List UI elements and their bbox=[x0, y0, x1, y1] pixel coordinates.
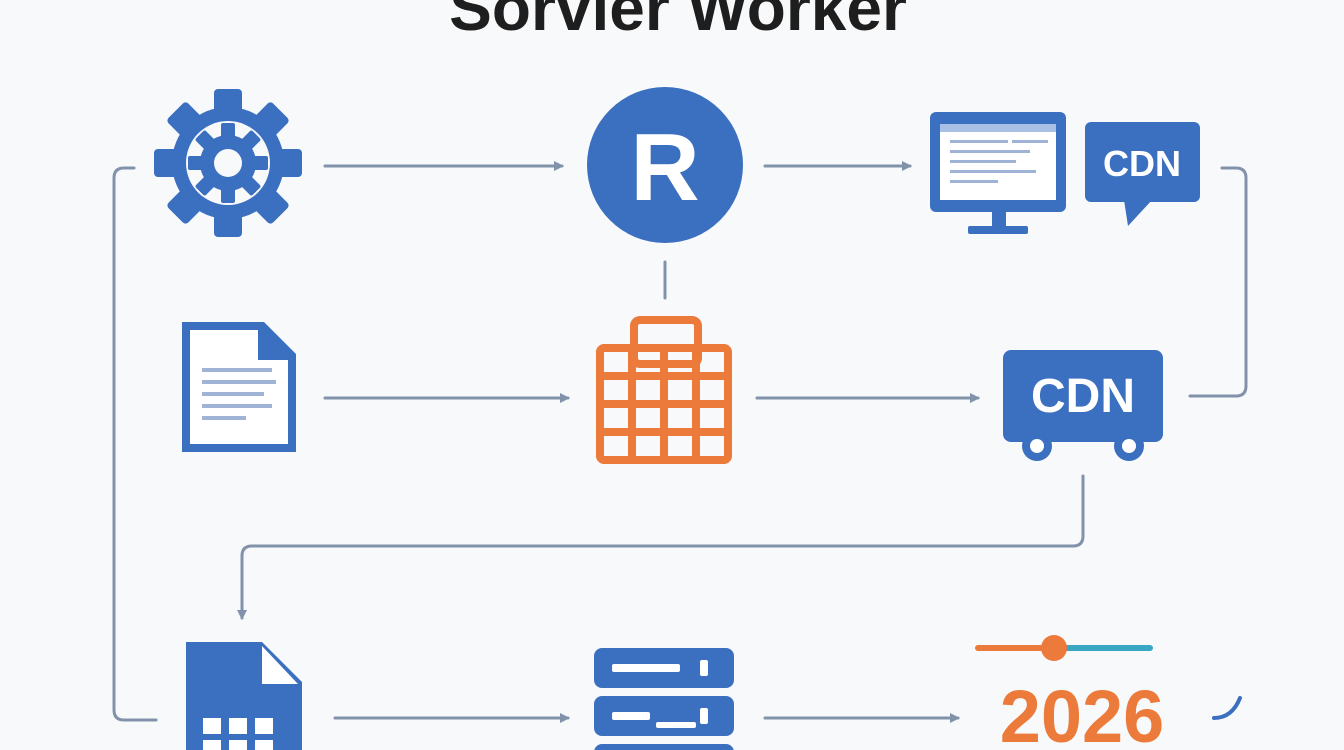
cdn-bubble-label: CDN bbox=[1103, 143, 1181, 184]
connector-truck-to-sheet bbox=[237, 474, 1085, 620]
connectors bbox=[112, 161, 1248, 723]
cdn-speech-bubble-icon: CDN bbox=[1085, 122, 1200, 226]
logo-letter: R bbox=[630, 114, 699, 221]
page-title: Sorvier Worker bbox=[449, 0, 907, 44]
connector-cdn-loop bbox=[1188, 166, 1248, 398]
cdn-truck-icon: CDN bbox=[1003, 350, 1163, 461]
gear-icon bbox=[154, 89, 302, 237]
document-icon bbox=[182, 322, 296, 452]
year-label: 2026 bbox=[1000, 675, 1165, 750]
server-stack-icon bbox=[594, 648, 734, 750]
calendar-grid-icon bbox=[596, 316, 732, 464]
spreadsheet-file-icon bbox=[186, 642, 302, 750]
connector-left-loop bbox=[112, 166, 158, 722]
browser-monitor-icon bbox=[930, 112, 1066, 234]
timeline-slider-icon bbox=[975, 635, 1242, 720]
registered-r-icon: R bbox=[587, 87, 743, 243]
cdn-truck-label: CDN bbox=[1031, 370, 1135, 423]
